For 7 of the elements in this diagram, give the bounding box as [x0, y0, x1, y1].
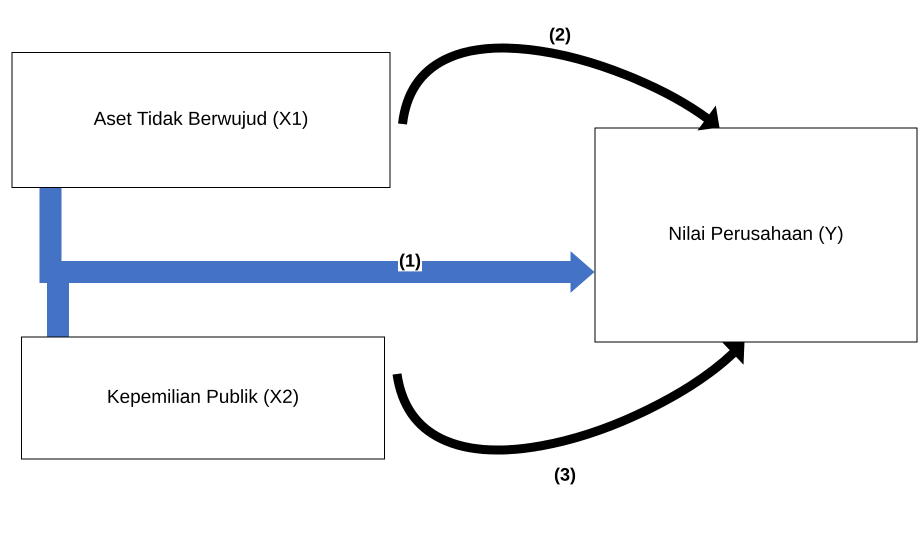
edge-label: (3)	[553, 466, 577, 486]
edge-label: (1)	[398, 252, 422, 272]
curved-arrow	[392, 342, 744, 454]
box: Nilai Perusahaan (Y)	[594, 127, 918, 342]
edge-label: (2)	[548, 26, 572, 46]
box: Kepemilian Publik (X2)	[21, 336, 385, 460]
box: Aset Tidak Berwujud (X1)	[12, 52, 390, 188]
